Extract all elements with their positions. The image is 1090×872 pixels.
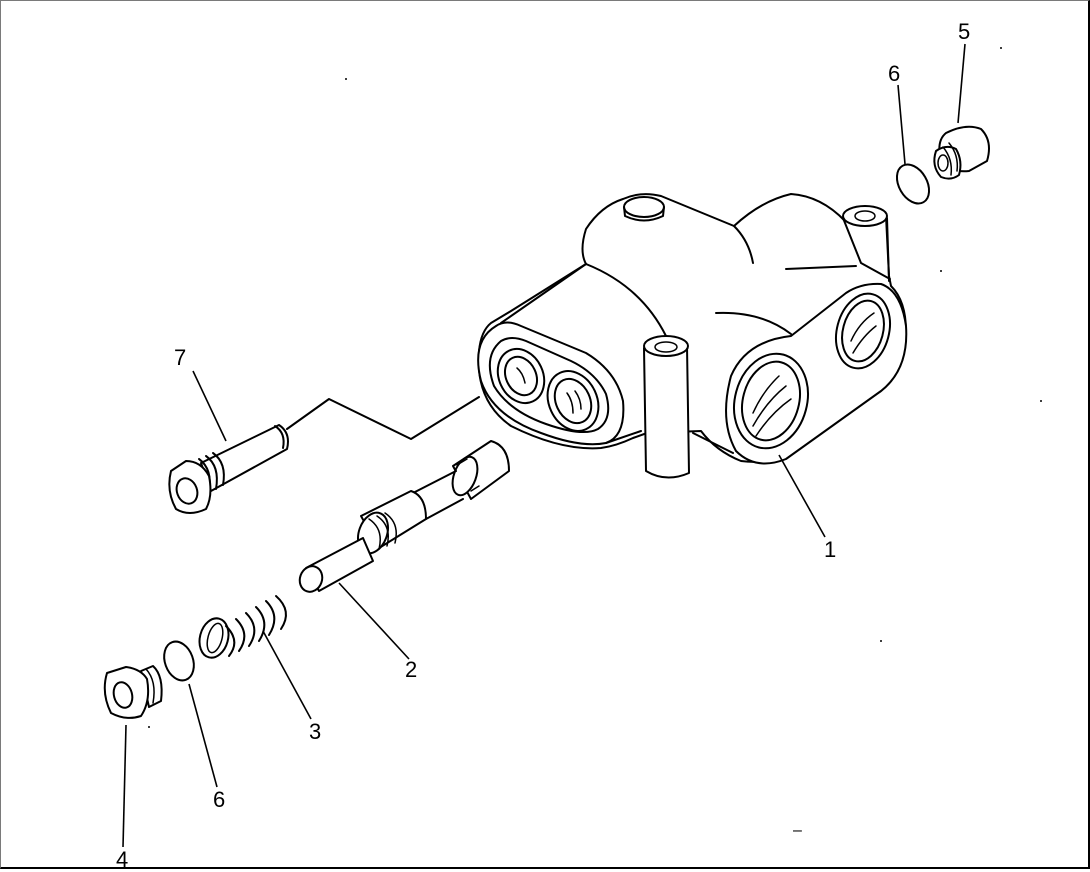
callout-1: 1 xyxy=(824,537,837,562)
leader-2 xyxy=(338,582,410,660)
leader-7 xyxy=(192,370,227,442)
callout-7: 7 xyxy=(174,345,187,370)
callout-6-right: 6 xyxy=(888,61,901,86)
leader-6-right xyxy=(897,84,906,165)
callout-3: 3 xyxy=(309,719,322,744)
pin-bolt xyxy=(168,396,480,514)
callout-6-left: 6 xyxy=(213,787,226,812)
callout-2: 2 xyxy=(405,657,418,682)
plug-right xyxy=(933,125,990,180)
spring xyxy=(198,595,287,659)
spool xyxy=(298,440,510,593)
leader-1 xyxy=(778,454,826,538)
stray-dash-mark: – xyxy=(793,822,802,839)
valve-body xyxy=(477,193,908,479)
leader-lines xyxy=(122,43,966,848)
o-ring-right xyxy=(895,163,931,205)
leader-5 xyxy=(957,43,966,124)
o-ring-left xyxy=(163,640,195,682)
callout-4: 4 xyxy=(116,847,129,872)
leader-4 xyxy=(122,724,127,848)
callout-5: 5 xyxy=(958,19,971,44)
leader-3 xyxy=(262,630,312,720)
leader-6-left xyxy=(188,683,218,788)
plug-left xyxy=(103,665,163,719)
scan-specks xyxy=(148,47,1042,728)
